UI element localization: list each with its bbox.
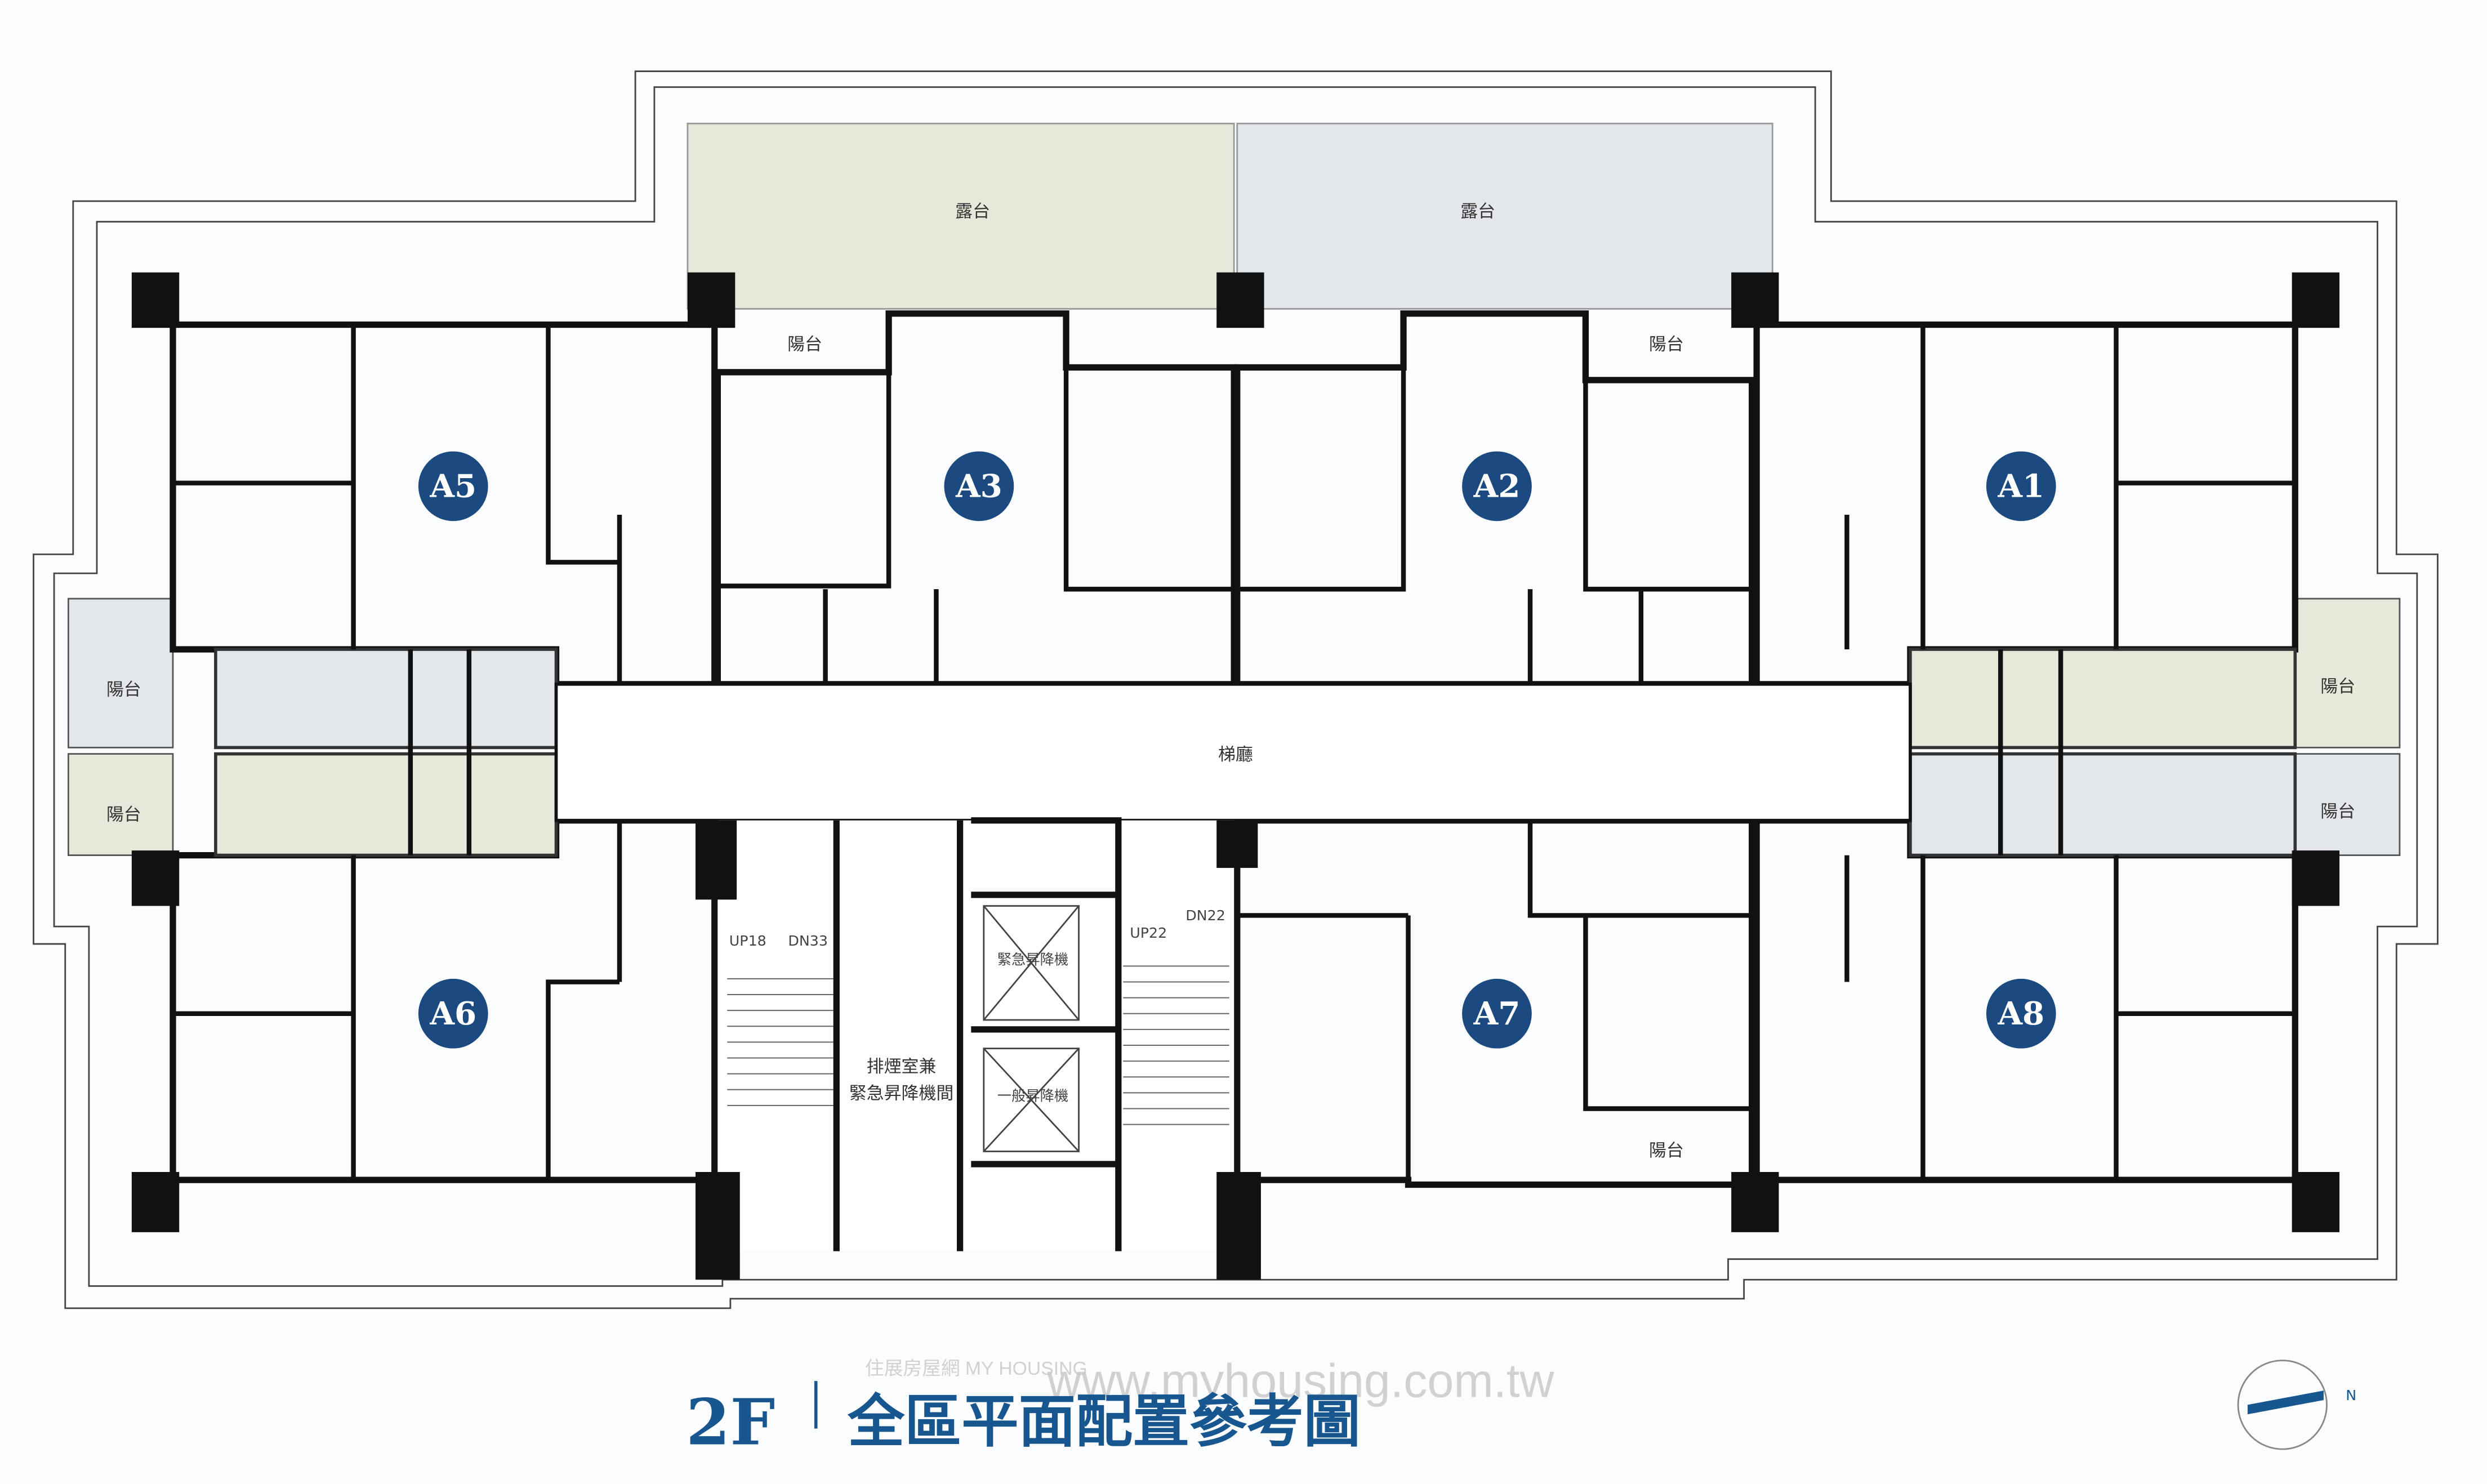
structural-columns <box>131 272 2340 1280</box>
smoke-room-label: 排煙室兼 <box>867 1057 937 1077</box>
unit-label: A3 <box>955 467 1002 505</box>
unit-badge-a8[interactable]: A8 <box>1986 978 2056 1049</box>
stair-label: UP22 <box>1130 925 1167 941</box>
elevator-lobby <box>554 683 1912 822</box>
plan-subtitle: 全區平面配置參考圖 <box>847 1388 1361 1455</box>
emergency-elevator-car <box>983 905 1080 1021</box>
balcony-label: 陽台 <box>787 334 822 354</box>
balcony-label: 陽台 <box>1649 1140 1684 1161</box>
unit-label: A2 <box>1473 467 1521 505</box>
stair-right <box>1123 965 1229 1125</box>
stair-left <box>727 978 834 1106</box>
unit-label: A1 <box>1997 467 2044 505</box>
stair-label: DN33 <box>788 933 828 949</box>
a1-kitchen <box>1909 648 2297 750</box>
north-label: N <box>2346 1387 2356 1403</box>
unit-label: A5 <box>429 467 476 505</box>
emergency-elevator-label: 緊急昇降機 <box>997 952 1068 968</box>
stair-label: UP18 <box>729 933 766 949</box>
title-divider <box>814 1381 818 1429</box>
smoke-room-label: 緊急昇降機間 <box>849 1084 954 1104</box>
site-outline <box>33 70 2439 1309</box>
balcony-a1 <box>2294 598 2401 748</box>
unit-badge-a7[interactable]: A7 <box>1462 978 1532 1049</box>
balcony-label: 陽台 <box>2320 676 2355 697</box>
unit-badge-a5[interactable]: A5 <box>418 451 488 522</box>
core <box>717 817 1234 1251</box>
site-inner-outline <box>53 86 2418 1287</box>
unit-label: A8 <box>1997 995 2044 1032</box>
unit-badge-a3[interactable]: A3 <box>944 451 1014 522</box>
watermark-logo: 住展房屋網 MY HOUSING <box>865 1358 1087 1379</box>
balcony-label: 陽台 <box>106 680 141 700</box>
a5-kitchen <box>214 648 558 750</box>
balcony-label: 陽台 <box>106 805 141 825</box>
stair-label: DN22 <box>1185 907 1225 924</box>
lobby-label: 梯廳 <box>1218 745 1253 765</box>
unit-badge-a1[interactable]: A1 <box>1986 451 2056 522</box>
a8-kitchen <box>1909 752 2297 857</box>
unit-badge-a6[interactable]: A6 <box>418 978 488 1049</box>
a6-kitchen <box>214 752 558 857</box>
balcony-a5 <box>67 598 174 748</box>
north-arrow-icon: N <box>2237 1360 2356 1450</box>
terrace-right <box>1236 122 1773 310</box>
unit-badge-a2[interactable]: A2 <box>1462 451 1532 522</box>
floor-title: 2F <box>686 1385 775 1460</box>
balcony-a6 <box>67 753 174 856</box>
interior-partitions <box>172 324 2296 1185</box>
balcony-label: 陽台 <box>2320 801 2355 822</box>
watermark-url: www.myhousing.com.tw <box>1046 1354 1554 1407</box>
terrace-label: 露台 <box>955 201 990 221</box>
unit-label: A6 <box>429 995 476 1032</box>
balcony-label: 陽台 <box>1649 334 1684 354</box>
general-elevator-car <box>983 1048 1080 1152</box>
unit-label: A7 <box>1473 995 1521 1032</box>
terrace-label: 露台 <box>1460 201 1495 221</box>
general-elevator-label: 一般昇降機 <box>997 1088 1068 1104</box>
terrace-left <box>687 122 1235 310</box>
